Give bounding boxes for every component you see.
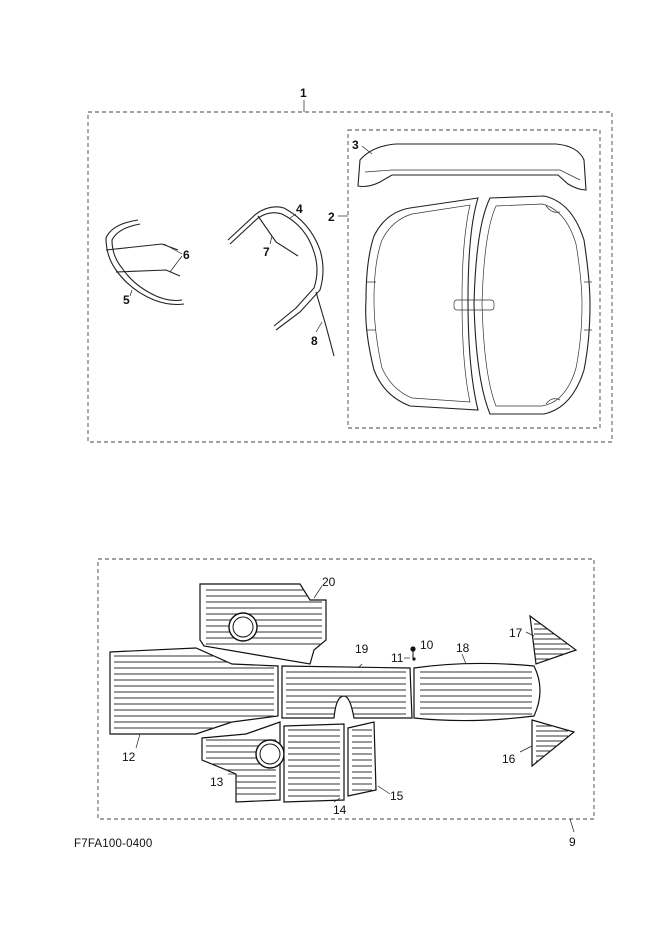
rail-part-5 [105, 219, 185, 306]
mat-part-13 [201, 721, 285, 803]
leader-20 [313, 585, 323, 599]
callout-3: 3 [352, 138, 359, 152]
cushion-part-3 [357, 143, 587, 191]
mat-14-grooves [288, 729, 340, 797]
mat-part-14 [283, 723, 345, 803]
seat-frame-part-2 [365, 195, 592, 415]
leader-5 [129, 289, 133, 297]
callout-1: 1 [300, 86, 307, 100]
top-assembly-group [87, 100, 613, 443]
callout-8: 8 [311, 334, 318, 348]
leader-15 [377, 785, 391, 795]
callout-2: 2 [328, 210, 335, 224]
callout-9: 9 [569, 835, 576, 849]
mat-set-group [97, 558, 595, 833]
mat-20-grooves [206, 589, 322, 645]
leader-14 [333, 797, 341, 803]
callout-15: 15 [390, 789, 404, 803]
rail-part-4 [227, 206, 335, 357]
assembly-9-boundary [97, 558, 595, 820]
callout-19: 19 [355, 642, 369, 656]
callout-14: 14 [333, 803, 347, 817]
callout-16: 16 [502, 752, 516, 766]
leader-19 [357, 663, 363, 669]
callout-18: 18 [456, 641, 470, 655]
mat-part-18 [413, 653, 541, 722]
mat-18-grooves [420, 671, 532, 715]
mat-part-19 [281, 663, 413, 719]
leader-4 [289, 213, 297, 219]
leader-3 [361, 145, 373, 155]
callouts: 1 2 3 4 5 6 7 8 9 10 11 12 13 14 15 16 1… [122, 86, 576, 849]
callout-13: 13 [210, 775, 224, 789]
callout-10: 10 [420, 638, 434, 652]
callout-4: 4 [296, 202, 303, 216]
leader-8 [315, 321, 323, 333]
assembly-1-boundary [87, 111, 613, 443]
leader-18 [461, 653, 467, 665]
mat-part-16 [519, 719, 576, 768]
fastener-10 [410, 646, 416, 652]
fastener-part-10-11 [404, 646, 416, 661]
leader-17 [525, 631, 535, 637]
mat-15-grooves [352, 729, 372, 791]
assembly-2-boundary [347, 129, 601, 429]
mat-part-20 [199, 583, 327, 665]
callout-20: 20 [322, 575, 336, 589]
leader-9 [569, 818, 575, 833]
leader-12 [135, 733, 141, 749]
figure-code: F7FA100-0400 [74, 838, 153, 850]
callout-17: 17 [509, 626, 523, 640]
mat-19-grooves [286, 671, 406, 715]
callout-6: 6 [183, 248, 190, 262]
leader-6a [163, 243, 183, 255]
leader-7 [269, 235, 273, 245]
callout-5: 5 [123, 293, 130, 307]
mat-part-17 [525, 614, 578, 665]
leader-6b [169, 255, 183, 273]
fastener-11 [412, 657, 416, 661]
mat-part-12 [109, 647, 279, 749]
callout-11: 11 [391, 651, 404, 665]
callout-7: 7 [263, 245, 270, 259]
callout-12: 12 [122, 750, 136, 764]
mat-part-15 [347, 721, 391, 797]
leader-16 [519, 745, 533, 753]
